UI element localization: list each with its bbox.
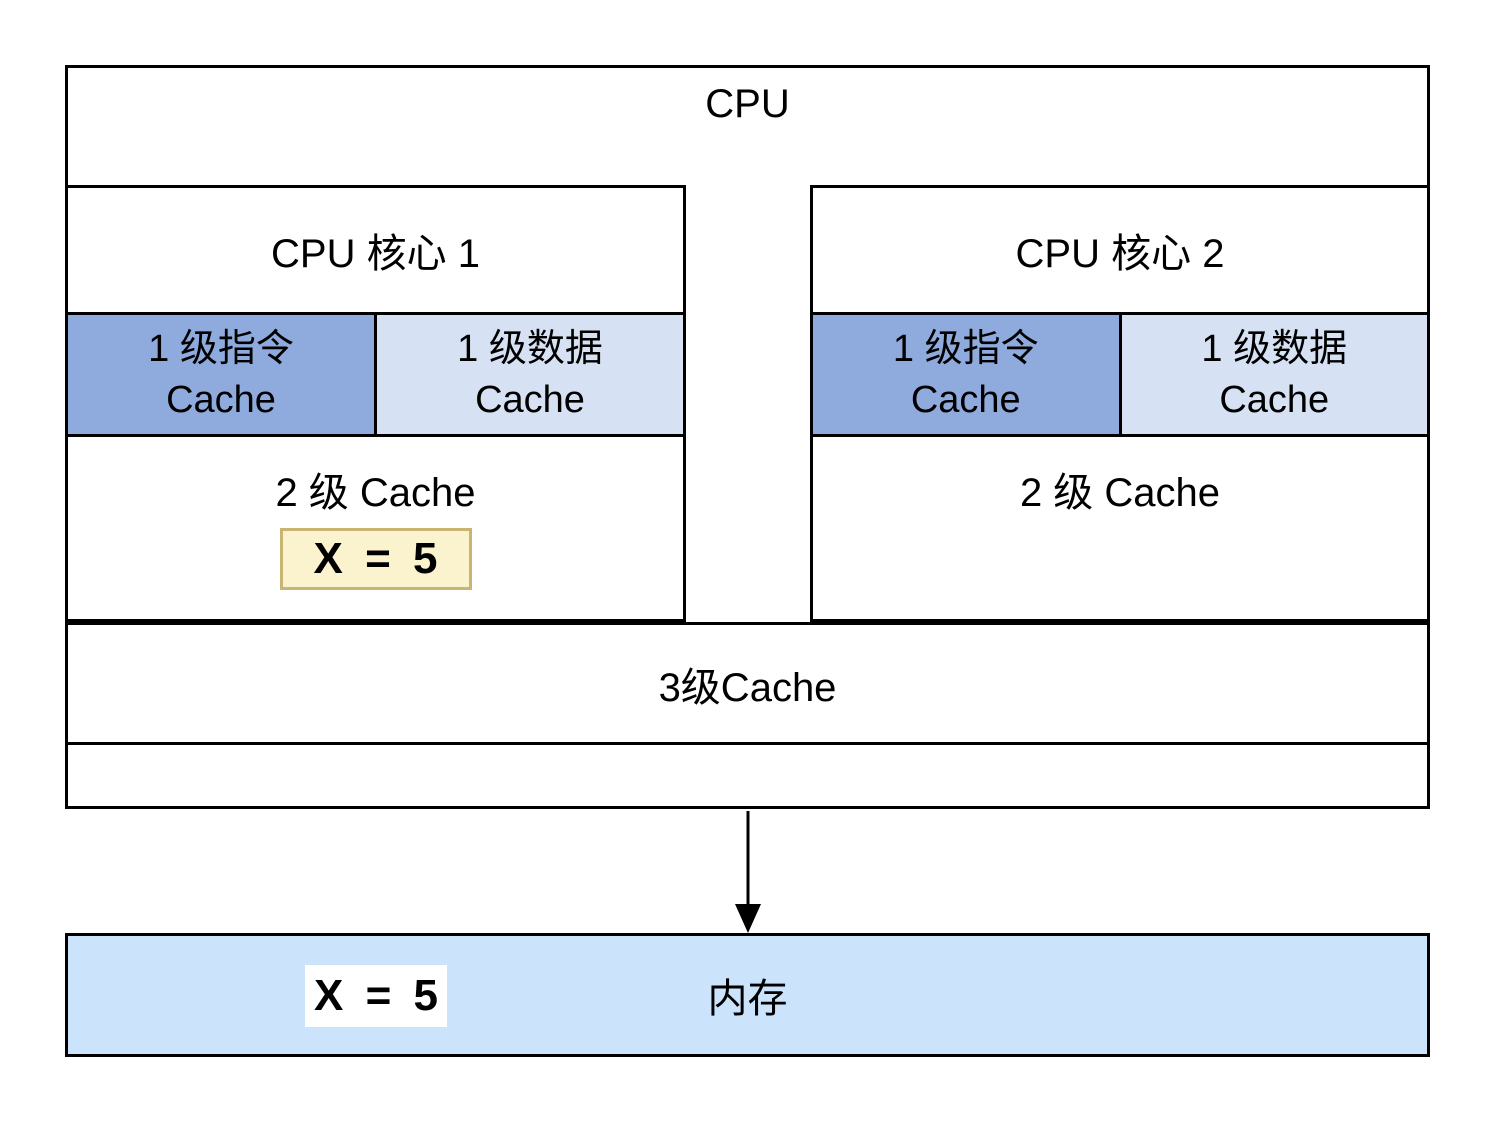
core-2-l2-cache: 2 级 Cache <box>813 437 1427 619</box>
l1-data-label-line2: Cache <box>475 378 585 421</box>
cpu-core-1-box: CPU 核心 1 1 级指令 Cache 1 级数据 Cache 2 级 Cac… <box>65 185 686 622</box>
cpu-label: CPU <box>705 82 790 126</box>
l1-instruction-label-line2: Cache <box>166 378 276 421</box>
cpu-to-memory-arrow <box>735 811 761 933</box>
l1-instruction-label-line2: Cache <box>910 378 1021 421</box>
core-2-l2-label: 2 级 Cache <box>1019 471 1221 515</box>
core-2-l1-row: 1 级指令 Cache 1 级数据 Cache <box>813 312 1427 437</box>
core-1-l1-instruction-cache: 1 级指令 Cache <box>68 315 377 434</box>
l1-data-label-line1: 1 级数据 <box>457 328 603 371</box>
core-1-l2-label: 2 级 Cache <box>275 471 476 515</box>
core-1-l1-row: 1 级指令 Cache 1 级数据 Cache <box>68 312 683 437</box>
cpu-core-2-label: CPU 核心 2 <box>1015 232 1225 276</box>
core-2-l1-data-cache: 1 级数据 Cache <box>1121 315 1427 434</box>
memory-value-box: X = 5 <box>305 965 447 1027</box>
memory-label: 内存 <box>707 977 788 1021</box>
cpu-core-1-label: CPU 核心 1 <box>271 232 480 276</box>
l3-cache-box: 3级Cache <box>65 622 1430 745</box>
cpu-core-2-box: CPU 核心 2 1 级指令 Cache 1 级数据 Cache 2 级 Cac… <box>810 185 1430 622</box>
memory-box: 内存 X = 5 <box>65 933 1430 1057</box>
l1-data-label-line2: Cache <box>1219 378 1330 421</box>
core-1-l1-data-cache: 1 级数据 Cache <box>377 315 683 434</box>
core-2-l1-instruction-cache: 1 级指令 Cache <box>813 315 1122 434</box>
l1-data-label-line1: 1 级数据 <box>1201 328 1348 371</box>
core-1-cached-value-highlight: X = 5 <box>279 528 472 590</box>
core-1-l2-cache: 2 级 Cache X = 5 <box>68 437 683 619</box>
l3-cache-label: 3级Cache <box>658 665 837 710</box>
l1-instruction-label-line1: 1 级指令 <box>148 328 294 371</box>
l1-instruction-label-line1: 1 级指令 <box>892 328 1039 371</box>
